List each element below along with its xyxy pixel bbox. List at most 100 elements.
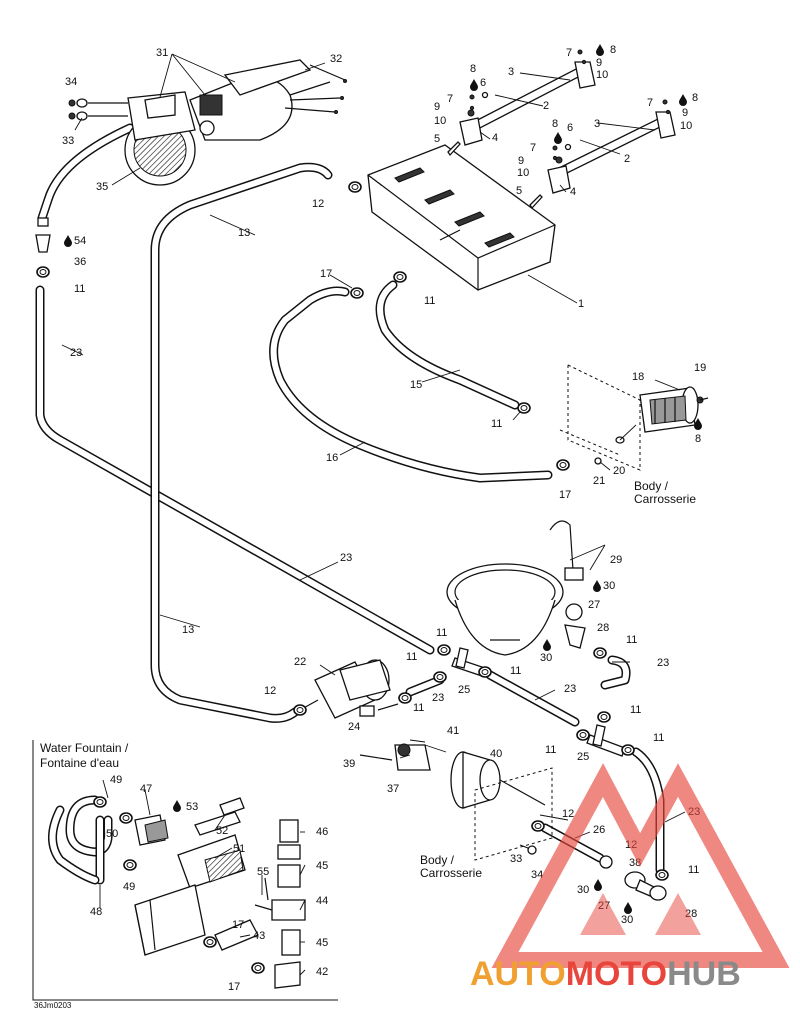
callout-11-a: 11	[74, 283, 85, 295]
callout-9-c: 9	[682, 107, 688, 119]
body-label-bottom-line1: Body /	[420, 853, 455, 867]
callout-9-a: 9	[596, 57, 602, 69]
callout-11-f: 11	[406, 651, 417, 663]
callout-55: 55	[257, 866, 269, 878]
callout-13-a: 13	[238, 227, 250, 239]
callout-33-top: 33	[62, 135, 74, 147]
callout-27-a: 27	[588, 599, 600, 611]
callout-50: 50	[106, 828, 118, 840]
callout-36: 36	[74, 256, 86, 268]
callout-8-a: 8	[610, 44, 616, 56]
hose-23-long	[35, 285, 435, 655]
callout-30-d: 30	[621, 914, 633, 926]
callout-4-b: 4	[570, 186, 576, 198]
callout-30-b: 30	[540, 652, 552, 664]
hose-23-elbow	[600, 655, 631, 690]
filler-panel	[559, 364, 641, 471]
callout-12-c: 12	[562, 808, 574, 820]
callout-44: 44	[316, 895, 328, 907]
body-label-right-line1: Body /	[634, 479, 669, 493]
callout-49-a: 49	[110, 774, 122, 786]
callout-23-a: 23	[70, 347, 82, 359]
leader-lines	[61, 53, 686, 976]
callout-4-a: 4	[492, 132, 498, 144]
callout-7-b: 7	[447, 93, 453, 105]
callout-7-c: 7	[647, 97, 653, 109]
callout-11-g: 11	[510, 665, 521, 677]
watermark-logo	[491, 763, 790, 968]
figure-code: 36Jm0203	[34, 1001, 72, 1010]
callout-30-c: 30	[577, 884, 589, 896]
callout-7-d: 7	[530, 142, 536, 154]
callout-11-k: 11	[545, 744, 556, 756]
callout-23-c: 23	[657, 657, 669, 669]
callout-8-d: 8	[552, 118, 558, 130]
callout-13-b: 13	[182, 624, 194, 636]
callout-24: 24	[348, 721, 360, 733]
callout-16: 16	[326, 452, 338, 464]
callout-23-e: 23	[564, 683, 576, 695]
watermark-moto: MOTO	[566, 955, 667, 993]
inset-water-fountain	[48, 795, 306, 989]
callout-6-b: 6	[567, 122, 573, 134]
callout-17-a: 17	[320, 268, 332, 280]
inset-frame	[32, 740, 338, 1001]
callout-8-c: 8	[692, 92, 698, 104]
callout-54: 54	[74, 235, 86, 247]
callout-23-b: 23	[340, 552, 352, 564]
callout-19: 19	[694, 362, 706, 374]
clamps	[36, 181, 669, 881]
hose-23-short	[405, 675, 445, 697]
callout-3-b: 3	[594, 118, 600, 130]
hose-15	[375, 280, 520, 410]
callout-5-b: 5	[516, 185, 522, 197]
callout-12-b: 12	[264, 685, 276, 697]
callout-10-c: 10	[680, 120, 692, 132]
callout-15: 15	[410, 379, 422, 391]
callout-11-b: 11	[424, 295, 435, 307]
callout-17-c: 17	[232, 919, 244, 931]
callout-37: 37	[387, 783, 399, 795]
callout-8-e: 8	[695, 433, 701, 445]
callout-10-b: 10	[434, 115, 446, 127]
tee-lower	[586, 724, 626, 757]
body-label-right-line2: Carrosserie	[634, 492, 696, 506]
callout-46: 46	[316, 826, 328, 838]
callout-2-a: 2	[543, 100, 549, 112]
bolts-5	[447, 141, 543, 210]
callout-11-i: 11	[630, 704, 641, 716]
watermark-hub: HUB	[667, 955, 741, 993]
callout-12-a: 12	[312, 198, 324, 210]
callout-51: 51	[233, 843, 245, 855]
tank	[367, 144, 556, 291]
callout-29: 29	[610, 554, 622, 566]
callout-1: 1	[578, 298, 584, 310]
callout-35: 35	[96, 181, 108, 193]
small-hardware	[469, 49, 671, 161]
filter-40	[359, 743, 553, 861]
callout-11-e: 11	[626, 634, 637, 646]
watermark-text: AUTOMOTOHUB	[470, 955, 741, 993]
callout-11-j: 11	[653, 732, 664, 744]
hose-13	[150, 162, 333, 723]
callout-10-d: 10	[517, 167, 529, 179]
hose-33-top	[37, 123, 135, 223]
callout-5-a: 5	[434, 133, 440, 145]
callout-11-c: 11	[491, 418, 502, 430]
callout-28-a: 28	[597, 622, 609, 634]
faucet	[549, 520, 586, 649]
callout-22: 22	[294, 656, 306, 668]
inset-title-line1: Water Fountain /	[40, 741, 129, 755]
callout-8-b: 8	[470, 63, 476, 75]
bracket-top	[459, 61, 596, 146]
callout-30-a: 30	[603, 580, 615, 592]
callout-2-b: 2	[624, 153, 630, 165]
callout-52: 52	[216, 825, 228, 837]
callout-20: 20	[613, 465, 625, 477]
hose-23-right	[485, 670, 580, 727]
callout-45-b: 45	[316, 937, 328, 949]
callout-7-a: 7	[566, 47, 572, 59]
callout-11-d: 11	[436, 627, 447, 639]
callout-17-b: 17	[559, 489, 571, 501]
